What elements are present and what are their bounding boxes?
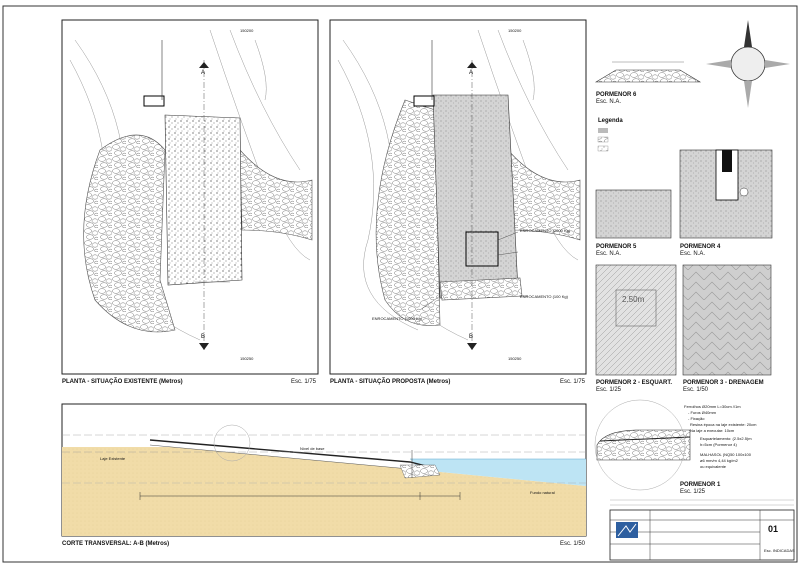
detail3-scale: Esc. 1/50	[683, 387, 709, 393]
section-scale: Esc. 1/50	[560, 541, 586, 547]
detail1-title: PORMENOR 1	[680, 482, 721, 488]
callout-ferrolhos-laje: Na laje a executar: 10cm	[690, 428, 735, 433]
callout-esquart-2: h=5cm (Pormenor 4)	[700, 442, 737, 447]
plan-existing-scale: Esc. 1/75	[291, 379, 317, 385]
callout-malhasol-2: ø6 mm/m 4,44 kg/m2	[700, 458, 738, 463]
callout-malhasol-3: ou equivalente	[700, 464, 727, 469]
callout-ferrolhos-furos: - Furos Ø40mm	[688, 410, 717, 415]
callout-nivel: Nível de base	[300, 446, 325, 451]
detail2-scale: Esc. 1/25	[596, 387, 622, 393]
detail6-title: PORMENOR 6	[596, 92, 637, 98]
callout-esquart: Esquartelamento: (2.5x2.5)m	[700, 436, 752, 441]
detail2-title: PORMENOR 2 - ESQUART.	[596, 380, 673, 386]
titleblock-scale: Esc. INDICADAS	[764, 548, 795, 553]
detail5-title: PORMENOR 5	[596, 244, 637, 250]
callout-enroc-1000: ENROCAMENTO (1000 Kg)	[372, 316, 423, 321]
coord-bottom-proposed: 150250	[508, 356, 522, 361]
plan-proposed-title: PLANTA - SITUAÇÃO PROPOSTA (Metros)	[330, 379, 451, 385]
plan-existing-title: PLANTA - SITUAÇÃO EXISTENTE (Metros)	[62, 379, 183, 385]
callout-fundo-natural: Fundo natural	[530, 490, 555, 495]
detail5-scale: Esc. N.A.	[596, 251, 622, 257]
callout-ferrolhos-resina: Resina época na laje existente: 20cm	[690, 422, 757, 427]
callout-malhasol: MALHASOL (NQ50 100x100	[700, 452, 751, 457]
callout-enroc-100: ENROCAMENTO (100 Kg)	[520, 294, 568, 299]
detail4-scale: Esc. N.A.	[680, 251, 706, 257]
sheet-number: 01	[768, 524, 779, 534]
detail4-title: PORMENOR 4	[680, 244, 721, 250]
callout-laje-existente: Laje Existente	[100, 456, 126, 461]
section-marker-a-existing: A	[201, 70, 206, 76]
coord-bottom-existing: 150250	[240, 356, 254, 361]
callout-ferrolhos-fixacao: - Fixação	[688, 416, 705, 421]
section-marker-a-proposed: A	[469, 70, 474, 76]
detail1-scale: Esc. 1/25	[680, 489, 706, 495]
plan-proposed-scale: Esc. 1/75	[560, 379, 586, 385]
detail6-scale: Esc. N.A.	[596, 99, 622, 105]
callout-enroc-2000: ENROCAMENTO (2000 Kg)	[520, 228, 571, 233]
coord-top-existing: 150200	[240, 28, 254, 33]
legend-title: Legenda	[598, 118, 623, 124]
section-marker-b-existing: B	[201, 334, 206, 340]
detail2-dimension: 2.50m	[622, 295, 645, 304]
callout-ferrolhos: Ferrolhos Ø20mm L=30cm //1m	[684, 404, 741, 409]
section-marker-b-proposed: B	[469, 334, 474, 340]
section-title: CORTE TRANSVERSAL: A-B (Metros)	[62, 541, 170, 547]
coord-top-proposed: 150200	[508, 28, 522, 33]
detail3-title: PORMENOR 3 - DRENAGEM	[683, 380, 764, 386]
